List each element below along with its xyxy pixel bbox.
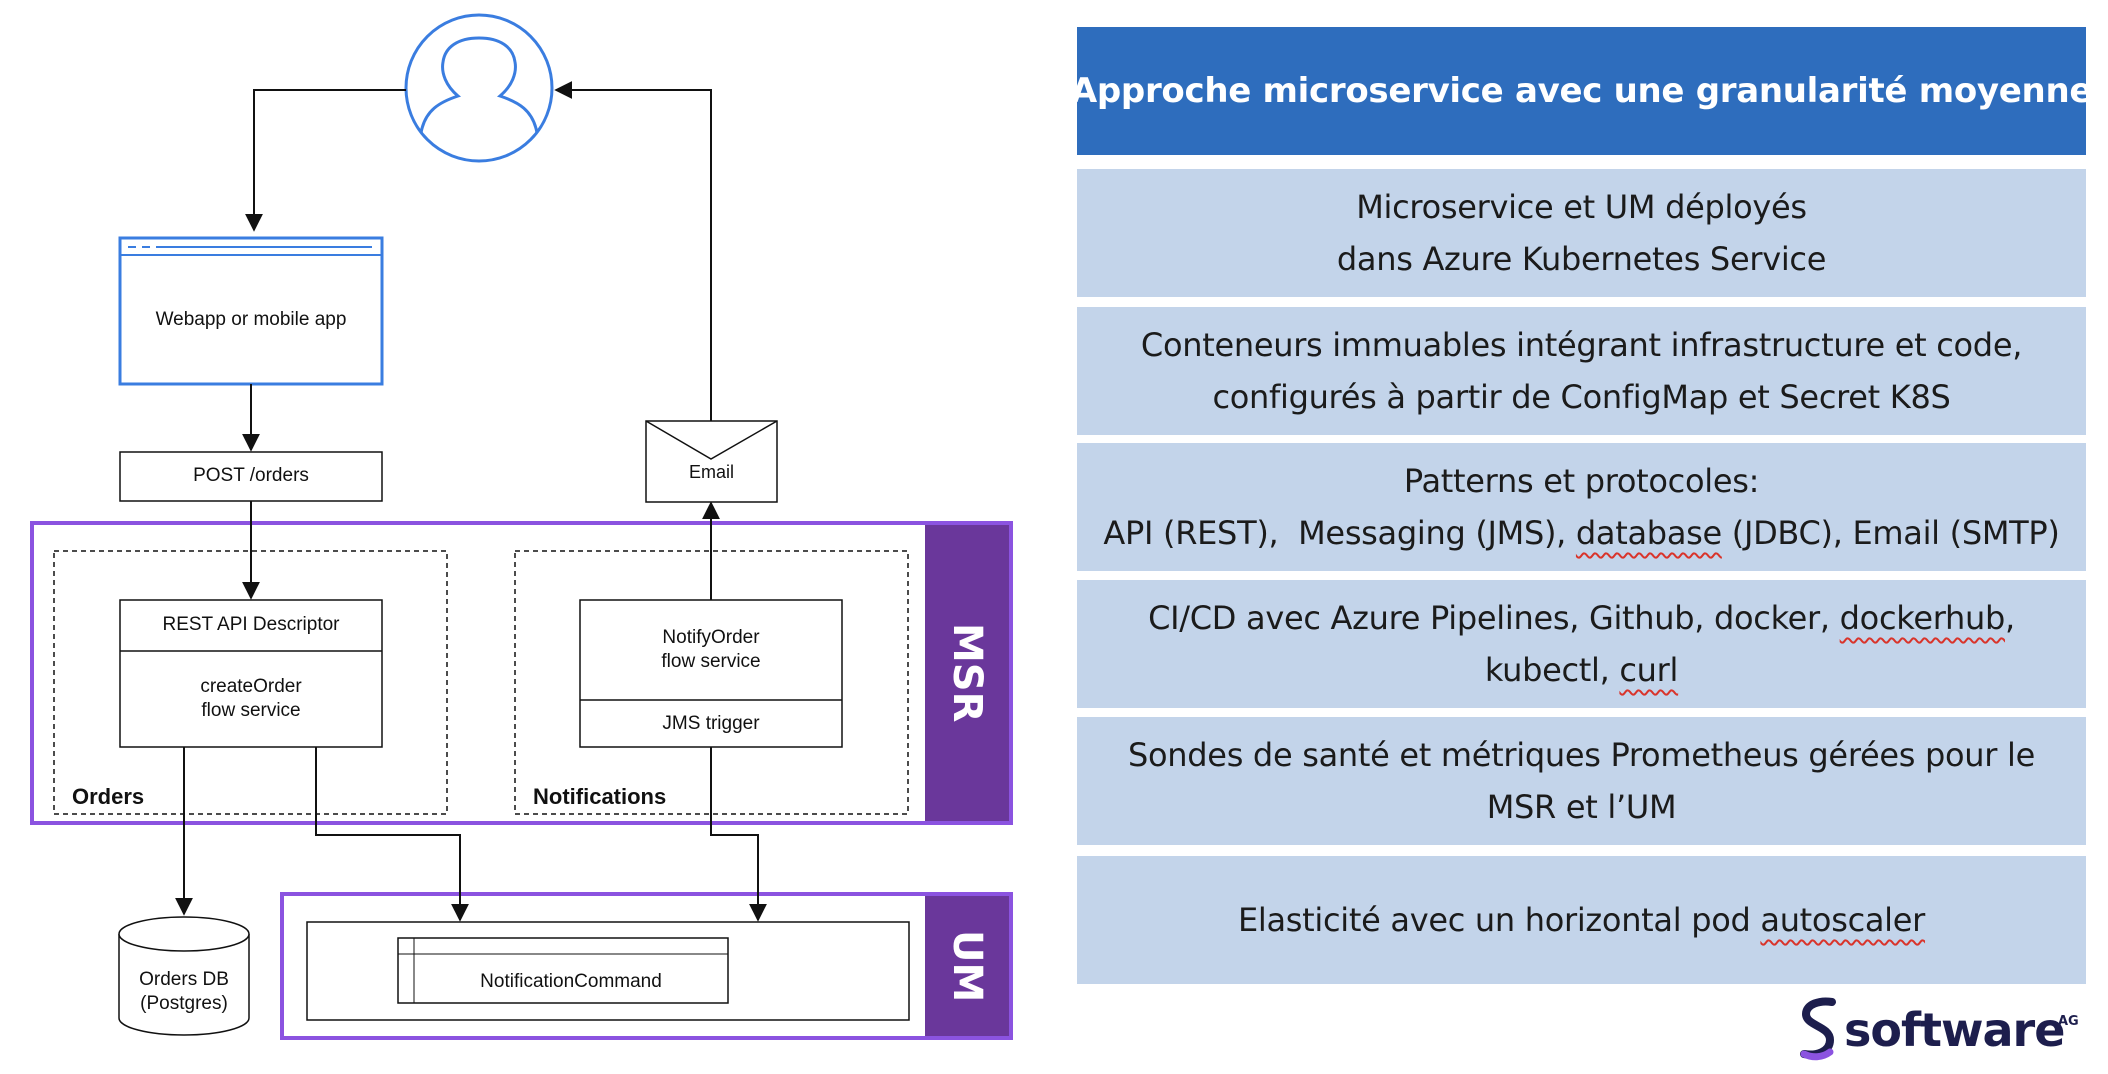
- panel-health-line-2: MSR et l’UM: [1486, 788, 1677, 826]
- panel-cicd: CI/CD avec Azure Pipelines, Github, dock…: [1077, 580, 2086, 708]
- software-ag-logo-mark: [1800, 997, 1836, 1061]
- cicd-text-c: ,: [2005, 599, 2015, 637]
- orders-group-label: Orders: [72, 784, 145, 809]
- panel-deployment: Microservice et UM déployés dans Azure K…: [1077, 169, 2086, 297]
- protocols-text-b: database: [1575, 514, 1722, 552]
- elasticity-text-a: Elasticité avec un horizontal pod: [1237, 901, 1761, 939]
- create-order-label-2: flow service: [201, 700, 301, 721]
- notification-command-label: NotificationCommand: [480, 971, 662, 992]
- panel-deployment-line-2: dans Azure Kubernetes Service: [1336, 240, 1827, 278]
- logo-wordmark: software: [1844, 1003, 2065, 1057]
- jms-trigger-label: JMS trigger: [662, 713, 760, 734]
- orders-db-label-1: Orders DB: [139, 969, 229, 990]
- elasticity-text-b: autoscaler: [1760, 901, 1926, 939]
- cicd-text-b: dockerhub: [1839, 599, 2006, 637]
- panel-title-text: Approche microservice avec une granulari…: [1070, 71, 2093, 111]
- orders-db-label-2: (Postgres): [140, 993, 228, 1014]
- panel-cicd-line-1: CI/CD avec Azure Pipelines, Github, dock…: [1148, 592, 2015, 644]
- um-label-bar: [925, 896, 1009, 1036]
- panel-containers-line-1: Conteneurs immuables intégrant infrastru…: [1140, 326, 2023, 364]
- protocols-text-c: (JDBC), Email (SMTP): [1721, 514, 2060, 552]
- panel-health-line-1: Sondes de santé et métriques Prometheus …: [1128, 736, 2035, 774]
- panel-title: Approche microservice avec une granulari…: [1071, 27, 2092, 155]
- create-order-box: [119, 599, 383, 748]
- panel-deployment-line-1: Microservice et UM déployés: [1356, 188, 1807, 226]
- panel-cicd-line-2: kubectl, curl: [1484, 644, 1679, 696]
- panel-protocols: Patterns et protocoles: API (REST), Mess…: [1077, 443, 2086, 571]
- cicd-text-a: CI/CD avec Azure Pipelines, Github, dock…: [1148, 599, 1840, 637]
- cicd-text-e: curl: [1619, 651, 1679, 689]
- email-label: Email: [688, 462, 734, 482]
- rest-descriptor-label: REST API Descriptor: [162, 614, 340, 635]
- cicd-text-d: kubectl,: [1484, 651, 1620, 689]
- panel-protocols-line-2: API (REST), Messaging (JMS), database (J…: [1103, 507, 2059, 559]
- create-order-label-1: createOrder: [200, 676, 302, 697]
- notify-to-um-arrow: [710, 747, 767, 922]
- notify-order-label-2: flow service: [661, 651, 761, 672]
- user-icon: [404, 13, 554, 163]
- client-app-label: Webapp or mobile app: [155, 309, 347, 330]
- email-icon: [645, 420, 778, 503]
- notification-command-box: [397, 937, 729, 1004]
- client-app-box: [118, 236, 384, 386]
- architecture-diagram: [30, 13, 1013, 1040]
- email-to-user-arrow: [554, 81, 712, 421]
- software-ag-logo: software AG: [1790, 996, 2090, 1066]
- user-to-app-arrow: [245, 89, 406, 232]
- notify-order-box: [579, 599, 843, 748]
- notify-order-label-1: NotifyOrder: [662, 627, 760, 648]
- create-to-um-arrow: [315, 747, 469, 922]
- orders-db-icon: [118, 916, 250, 1036]
- msr-label: MSR: [944, 623, 990, 723]
- um-label: UM: [944, 929, 990, 1003]
- orders-group: [53, 550, 448, 815]
- panel-elasticity: Elasticité avec un horizontal pod autosc…: [1077, 856, 2086, 984]
- protocols-text-a: API (REST), Messaging (JMS),: [1103, 514, 1576, 552]
- panel-elasticity-line: Elasticité avec un horizontal pod autosc…: [1238, 894, 1925, 946]
- msr-label-bar: [925, 525, 1009, 821]
- logo-suffix: AG: [2058, 1014, 2079, 1029]
- post-endpoint-label: POST /orders: [193, 465, 309, 486]
- panel-health: Sondes de santé et métriques Prometheus …: [1077, 717, 2086, 845]
- panel-containers: Conteneurs immuables intégrant infrastru…: [1077, 307, 2086, 435]
- panel-containers-line-2: configurés à partir de ConfigMap et Secr…: [1212, 378, 1951, 416]
- notifications-group: [514, 550, 909, 815]
- notifications-group-label: Notifications: [533, 784, 667, 809]
- panel-protocols-line-1: Patterns et protocoles:: [1403, 462, 1760, 500]
